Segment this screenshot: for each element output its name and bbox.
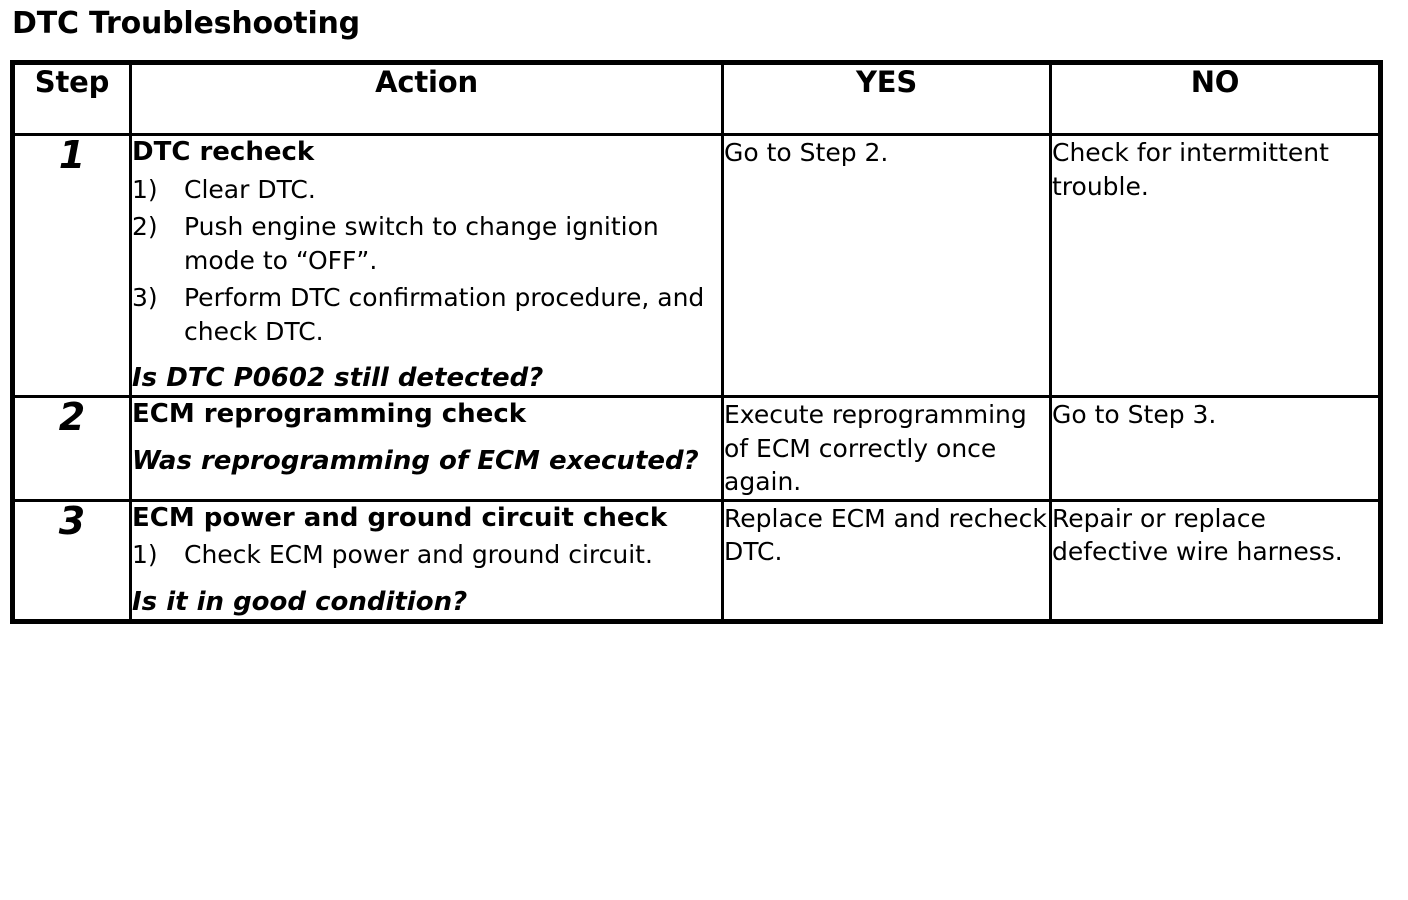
list-marker: 1) (132, 540, 158, 570)
table-row: 2 ECM reprogramming check Was reprogramm… (11, 395, 1382, 502)
step-number-cell: 3 (11, 498, 132, 623)
action-question: Is it in good condition? (132, 586, 468, 617)
action-cell: ECM reprogramming check Was reprogrammin… (129, 395, 724, 502)
action-heading: ECM power and ground circuit check (132, 502, 668, 533)
action-cell: DTC recheck 1) Clear DTC. 2) Push engine… (129, 133, 724, 398)
list-item-text: Check ECM power and ground circuit. (184, 540, 653, 570)
step-number-cell: 2 (11, 395, 132, 502)
action-question: Is DTC P0602 still detected? (132, 363, 544, 394)
table-row: 1 DTC recheck 1) Clear DTC. 2) Push engi… (11, 133, 1382, 398)
step-number-cell: 1 (11, 133, 132, 398)
yes-cell: Execute reprogramming of ECM correctly o… (721, 395, 1052, 502)
column-header-yes: YES (721, 61, 1052, 136)
list-marker: 2) (132, 212, 158, 242)
no-cell: Repair or replace defective wire harness… (1049, 498, 1382, 623)
no-cell: Check for intermittent trouble. (1049, 133, 1382, 398)
list-item: 3) Perform DTC confirmation procedure, a… (132, 281, 721, 348)
step-number: 3 (58, 498, 86, 543)
list-item: 1) Check ECM power and ground circuit. (132, 538, 721, 572)
yes-text: Replace ECM and recheck DTC. (724, 503, 1047, 567)
list-item-text: Clear DTC. (184, 174, 316, 204)
table-row: 3 ECM power and ground circuit check 1) … (11, 498, 1382, 623)
action-step-list: 1) Check ECM power and ground circuit. (132, 538, 721, 572)
no-text: Check for intermittent trouble. (1052, 138, 1329, 201)
step-number: 1 (58, 133, 86, 177)
step-number: 2 (58, 395, 86, 439)
yes-text: Execute reprogramming of ECM correctly o… (724, 400, 1027, 496)
page-title: DTC Troubleshooting (12, 6, 360, 41)
action-heading: DTC recheck (132, 137, 315, 167)
action-heading: ECM reprogramming check (132, 399, 527, 429)
list-marker: 3) (132, 283, 158, 313)
list-item-text: Perform DTC confirmation procedure, and … (184, 283, 705, 346)
no-cell: Go to Step 3. (1049, 395, 1382, 502)
table-header-row: Step Action YES NO (11, 61, 1382, 136)
action-question: Was reprogramming of ECM executed? (132, 445, 699, 476)
yes-cell: Go to Step 2. (721, 133, 1052, 398)
column-header-no: NO (1049, 61, 1382, 136)
table-body: 1 DTC recheck 1) Clear DTC. 2) Push engi… (11, 133, 1382, 623)
list-item: 2) Push engine switch to change ignition… (132, 210, 721, 277)
list-item-text: Push engine switch to change ignition mo… (184, 212, 659, 275)
action-cell: ECM power and ground circuit check 1) Ch… (129, 498, 724, 623)
no-text: Go to Step 3. (1052, 400, 1217, 429)
dtc-troubleshooting-table: Step Action YES NO 1 DTC recheck (10, 60, 1383, 624)
list-item: 1) Clear DTC. (132, 173, 721, 207)
no-text: Repair or replace defective wire harness… (1052, 503, 1343, 567)
column-header-step: Step (11, 61, 132, 136)
action-step-list: 1) Clear DTC. 2) Push engine switch to c… (132, 173, 721, 349)
column-header-action: Action (129, 61, 724, 136)
dtc-table-container: Step Action YES NO 1 DTC recheck (10, 60, 1383, 624)
list-marker: 1) (132, 174, 158, 204)
yes-cell: Replace ECM and recheck DTC. (721, 498, 1052, 623)
yes-text: Go to Step 2. (724, 138, 889, 167)
